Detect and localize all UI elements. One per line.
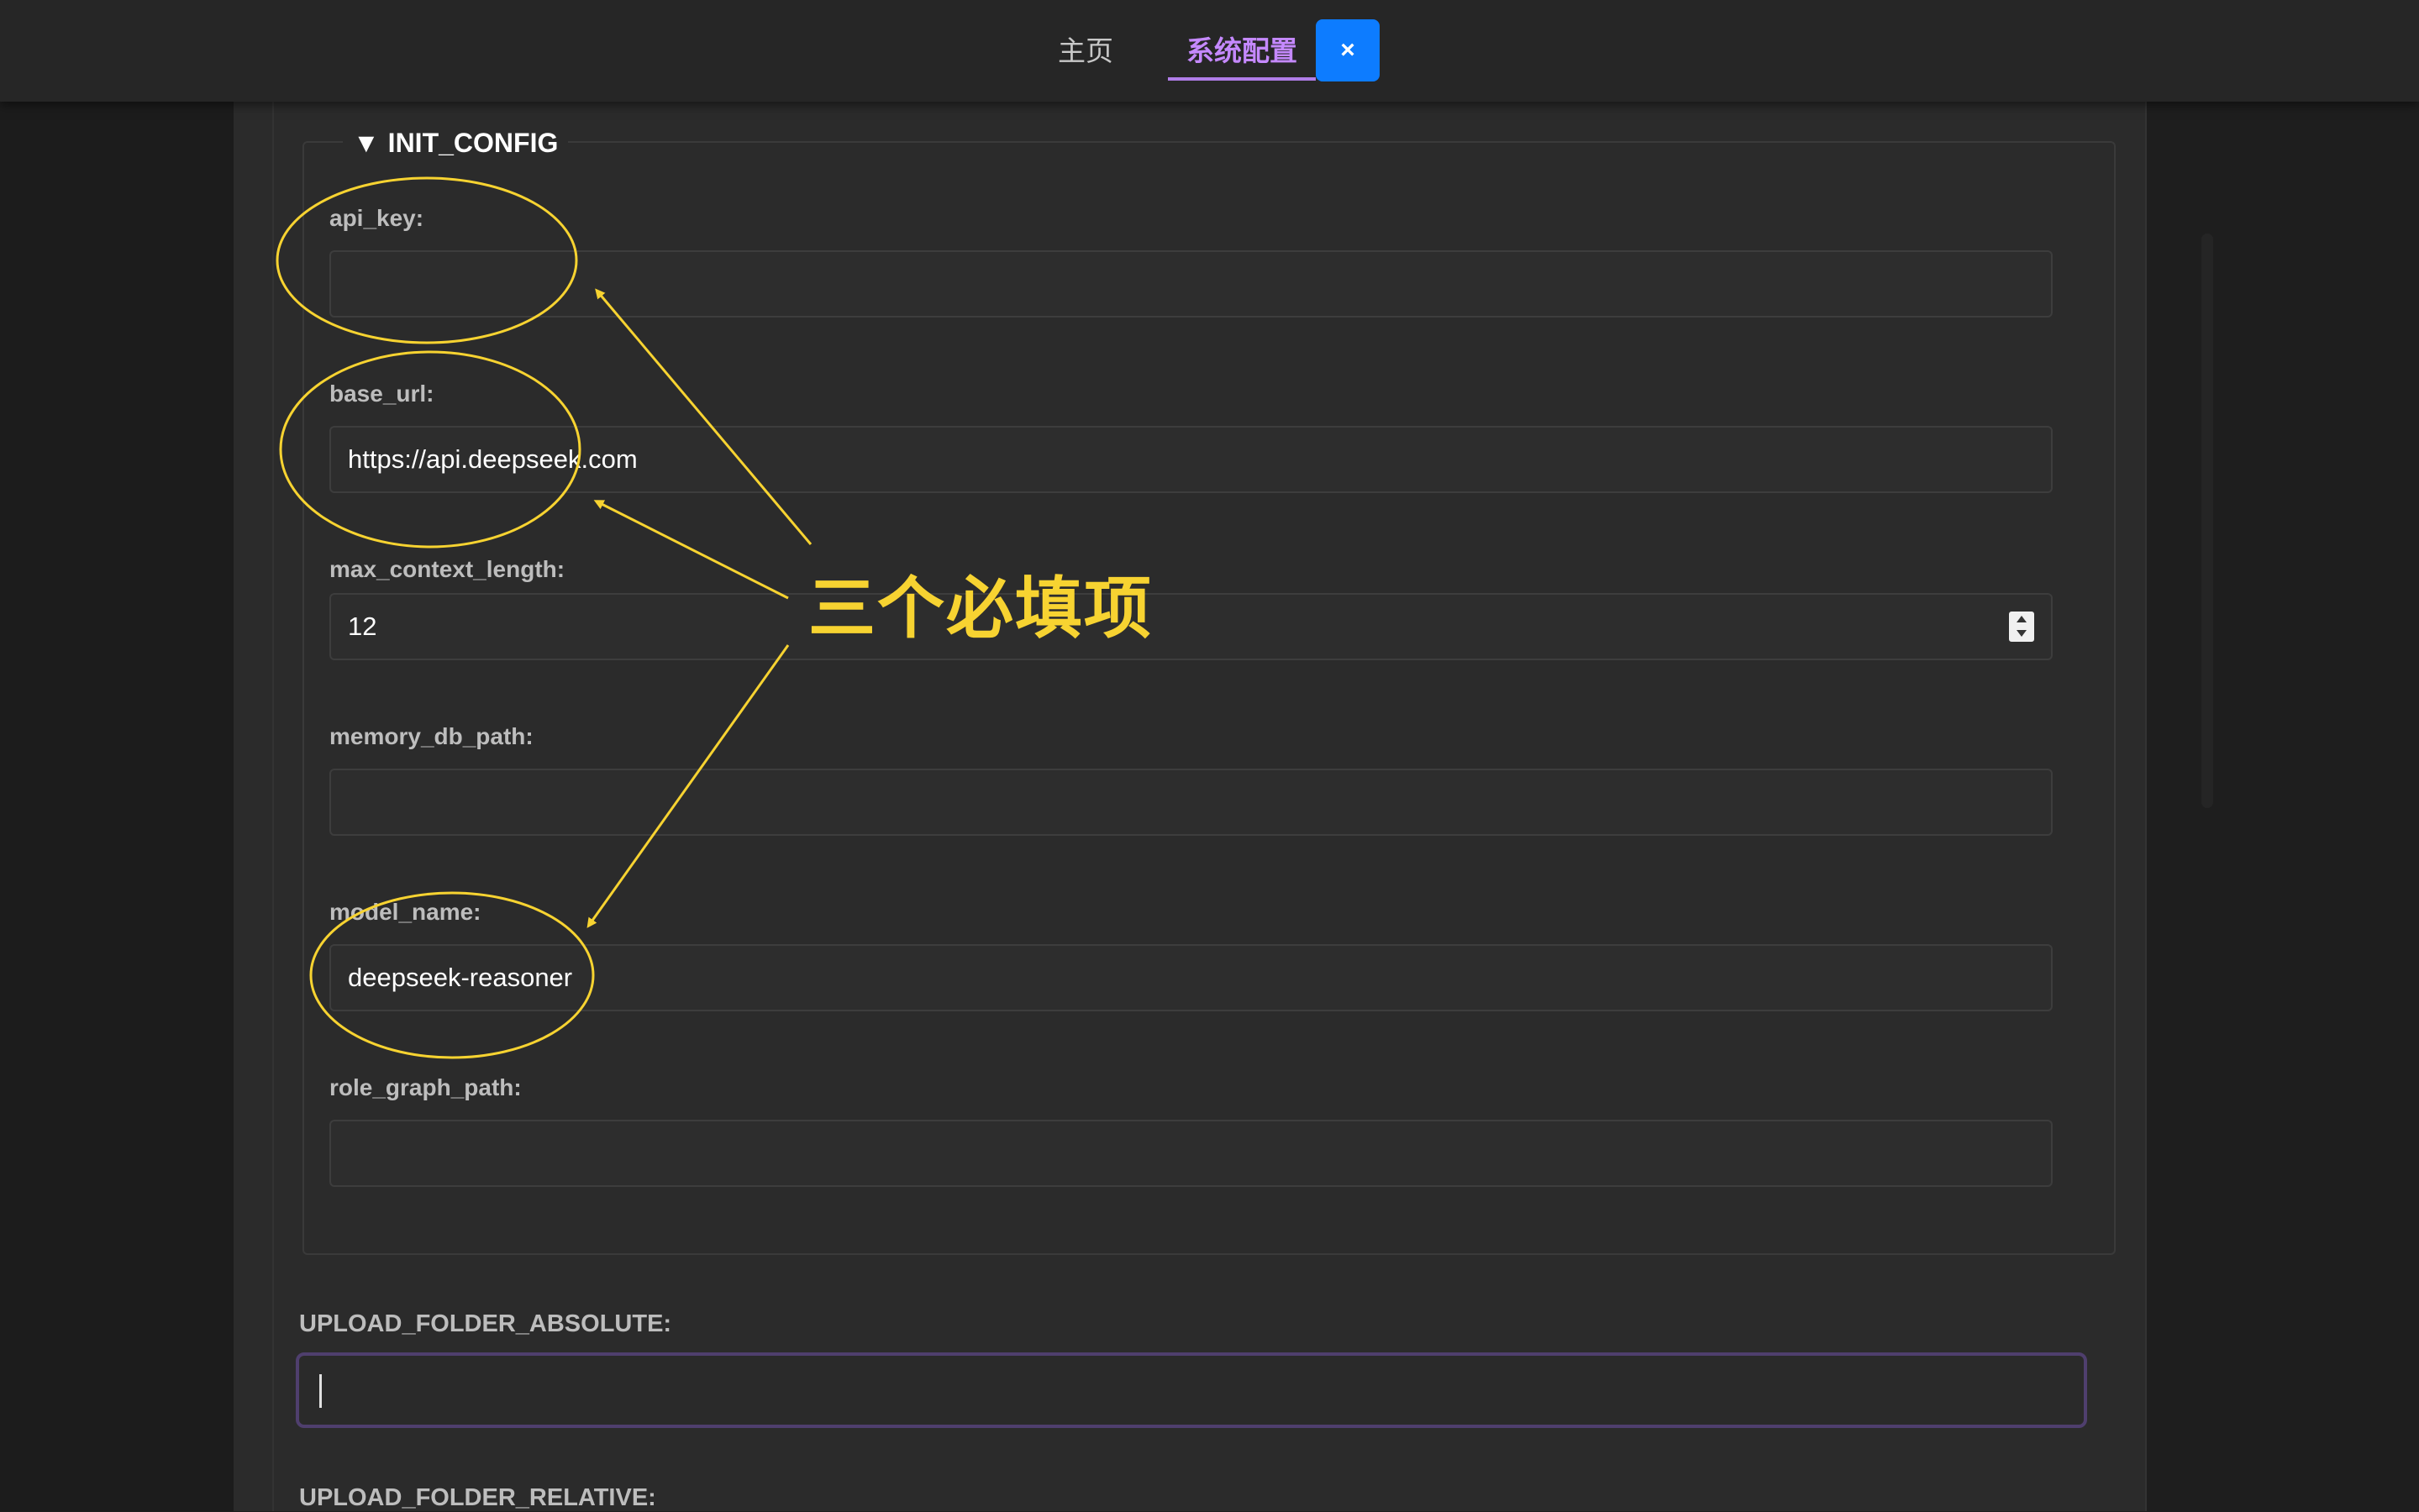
right-background [2148, 102, 2419, 1511]
upload-folder-absolute-input[interactable] [296, 1352, 2087, 1428]
number-spinner-icon[interactable] [2009, 612, 2034, 642]
panel-divider [272, 102, 274, 1511]
max-context-length-label: max_context_length: [329, 556, 565, 582]
role-graph-path-label: role_graph_path: [329, 1074, 522, 1100]
tab-system-config[interactable]: 系统配置 [1168, 24, 1316, 81]
annotation-required-fields: 三个必填项 [808, 571, 1153, 646]
text-caret [319, 1374, 322, 1408]
max-context-length-input[interactable]: 12 [329, 593, 2053, 660]
model-name-input[interactable]: deepseek-reasoner [329, 944, 2053, 1011]
role-graph-path-input[interactable] [329, 1120, 2053, 1187]
init-config-title: INIT_CONFIG [387, 128, 559, 158]
model-name-label: model_name: [329, 899, 481, 925]
upload-folder-absolute-label: UPLOAD_FOLDER_ABSOLUTE: [299, 1310, 672, 1337]
init-config-fieldset [302, 141, 2116, 1255]
close-button[interactable]: × [1316, 19, 1380, 81]
memory-db-path-label: memory_db_path: [329, 723, 534, 749]
scrollbar-thumb[interactable] [2201, 234, 2213, 808]
base-url-input[interactable]: https://api.deepseek.com [329, 426, 2053, 493]
api-key-input[interactable] [329, 250, 2053, 318]
init-config-toggle[interactable]: ▼INIT_CONFIG [343, 124, 569, 161]
left-background [0, 102, 234, 1511]
max-context-length-value: 12 [348, 612, 377, 641]
triangle-down-icon: ▼ [353, 128, 380, 158]
tab-home[interactable]: 主页 [1058, 35, 1113, 66]
upload-folder-relative-label: UPLOAD_FOLDER_RELATIVE: [299, 1484, 656, 1511]
base-url-label: base_url: [329, 381, 434, 407]
memory-db-path-input[interactable] [329, 769, 2053, 836]
api-key-label: api_key: [329, 205, 424, 231]
top-nav-bar: 主页 系统配置 × [0, 0, 2419, 102]
panel-divider [2145, 102, 2147, 1511]
